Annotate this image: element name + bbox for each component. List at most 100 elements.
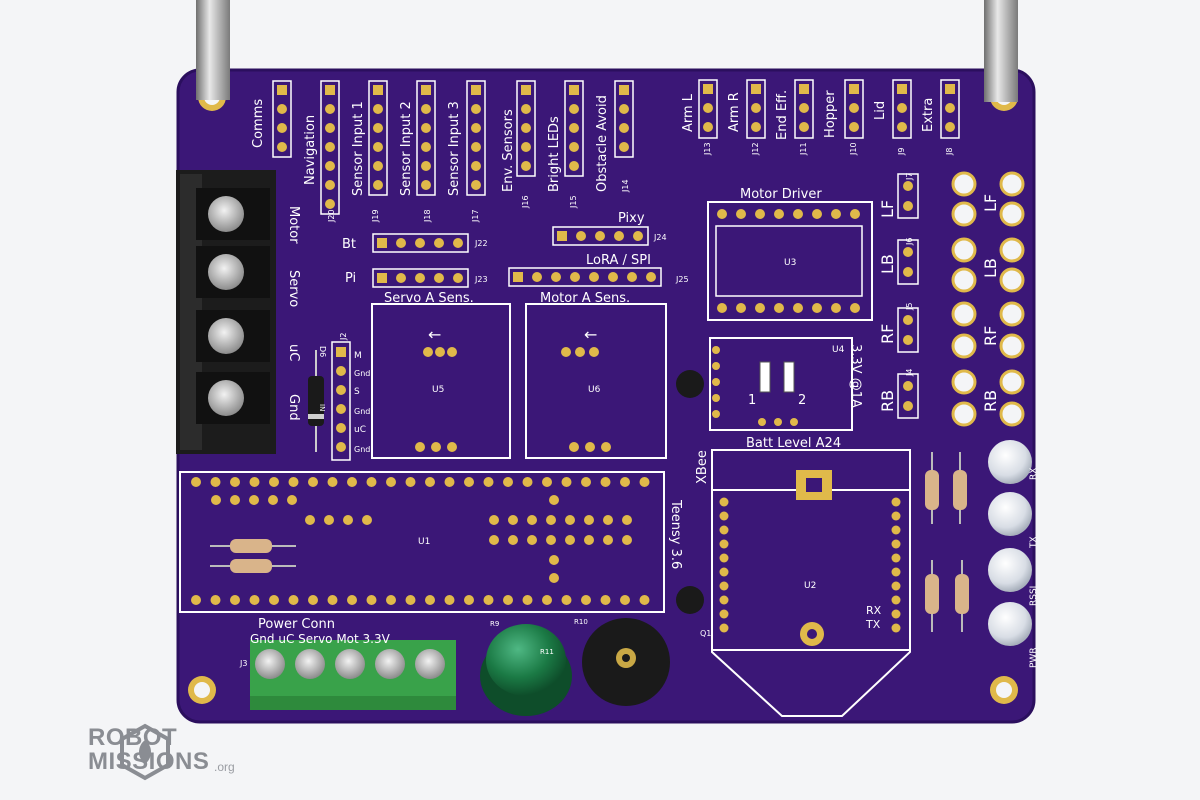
solder-pad (325, 161, 335, 171)
solder-pad (551, 272, 561, 282)
power-screw-icon (375, 649, 405, 679)
right-header-pins (698, 79, 960, 139)
solder-pad (471, 161, 481, 171)
solder-pad (405, 477, 416, 487)
motor-driver: Motor Driver U3 (707, 187, 873, 321)
solder-pad (377, 238, 387, 248)
solder-pad (325, 85, 335, 95)
servo-sense-ref: U5 (432, 385, 444, 395)
solder-pad (703, 84, 713, 94)
solder-pad (471, 85, 481, 95)
solder-pad (903, 315, 913, 325)
solder-pad (489, 515, 499, 525)
solder-pad (471, 104, 481, 114)
header-ref-j12: J12 (751, 142, 760, 156)
solder-pad (324, 515, 334, 525)
header-outline (940, 79, 960, 139)
motor-label-lb: LB (878, 254, 897, 274)
solder-pad (891, 511, 901, 521)
solder-pad (561, 595, 572, 605)
solder-pad (483, 477, 494, 487)
solder-pad (849, 103, 859, 113)
solder-pad (527, 535, 537, 545)
solder-pad (774, 209, 784, 219)
header-ref-j20: J20 (327, 209, 336, 223)
solder-pad (377, 273, 387, 283)
solder-pad (891, 525, 901, 535)
motor-labels: LF LB RF RB LF LB RF RB J7 J6 J5 J4 (878, 173, 1000, 412)
motor-ref-j6: J6 (905, 238, 914, 246)
header-label-arm-r: Arm R (727, 92, 742, 132)
motor-hole (999, 171, 1025, 197)
transistor-q1: Q1 (676, 586, 711, 638)
solder-pad (373, 161, 383, 171)
solder-pad (527, 515, 537, 525)
solder-pad (945, 84, 955, 94)
regulator-ref: U4 (832, 345, 845, 355)
solder-pad (230, 477, 240, 487)
solder-pad (793, 303, 803, 313)
solder-pad (736, 303, 746, 313)
motor-ref-j7: J7 (905, 173, 914, 181)
solder-pad (557, 231, 567, 241)
solder-pad (308, 595, 318, 605)
motor-sense-module: Motor A Sens. U6 ← (525, 291, 667, 459)
pi-ref: J23 (474, 275, 488, 284)
side-pin-5: uC (354, 425, 366, 435)
solder-pad (719, 567, 729, 577)
solder-pad (464, 595, 474, 605)
solder-pad (305, 515, 315, 525)
header-outline (368, 80, 388, 196)
solder-pad (277, 142, 287, 152)
solder-pad (891, 623, 901, 633)
solder-pad (619, 142, 629, 152)
header-ref-j11: J11 (799, 142, 808, 156)
diode-ref: D6 (318, 346, 327, 357)
solder-pad (434, 238, 444, 248)
solder-pad (464, 477, 474, 487)
solder-pad (945, 103, 955, 113)
solder-pad (343, 515, 353, 525)
motor-hole (999, 237, 1025, 263)
power-ref: J3 (239, 659, 247, 668)
solder-pad (549, 495, 559, 505)
solder-pad (336, 385, 346, 395)
solder-pad (903, 335, 913, 345)
solder-pad (362, 515, 372, 525)
solder-pad (444, 595, 455, 605)
solder-pad (521, 142, 531, 152)
teensy-ref: U1 (418, 537, 430, 547)
solder-pad (211, 495, 221, 505)
solder-pad (336, 404, 346, 414)
lora-ref: J25 (675, 275, 689, 284)
top-header-labels: Comms Navigation Sensor Input 1 Sensor I… (251, 95, 630, 223)
solder-pad (620, 595, 630, 605)
solder-pad (608, 272, 618, 282)
solder-pad (522, 595, 533, 605)
header-ref-j10: J10 (849, 142, 858, 156)
power-screw-icon (335, 649, 365, 679)
solder-pad (903, 201, 913, 211)
solder-pad (812, 303, 822, 313)
solder-pad (903, 381, 913, 391)
transistor-2 (676, 370, 704, 398)
header-outline (746, 79, 766, 139)
motor-label-lf: LF (878, 200, 897, 218)
logo-line-missions: MISSIONS (88, 748, 210, 775)
motor-connectors (897, 171, 1025, 427)
solder-pad (396, 273, 406, 283)
big-green-led (480, 624, 572, 716)
solder-pad (584, 515, 594, 525)
solder-pad (191, 595, 201, 605)
teensy-label: Teensy 3.6 (668, 499, 683, 569)
solder-pad (751, 122, 761, 132)
xbee-module: U2 RX TX XBee (695, 449, 911, 717)
solder-pad (576, 231, 586, 241)
solder-pad (891, 609, 901, 619)
solder-pad (569, 161, 579, 171)
solder-pad (373, 142, 383, 152)
solder-pad (549, 573, 559, 583)
solder-pad (639, 595, 650, 605)
solder-pad (703, 122, 713, 132)
header-outline (552, 226, 649, 246)
